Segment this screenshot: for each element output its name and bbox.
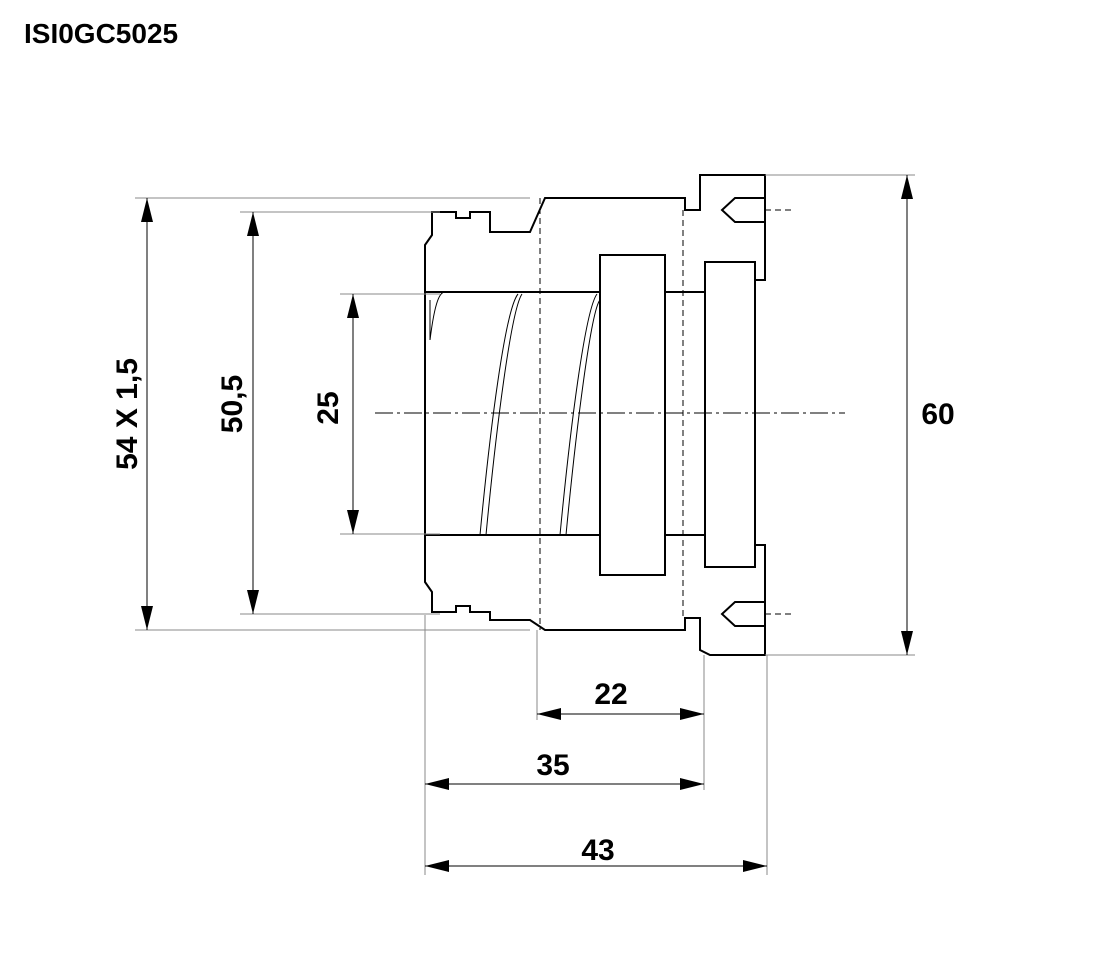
thread-coil (429, 291, 601, 536)
body-section-lower (424, 534, 766, 656)
groove-ring-inner (599, 254, 666, 576)
dim-label-length-35: 35 (536, 749, 569, 782)
dim-label-bore-diameter: 25 (312, 391, 345, 424)
pin-hole-lower (720, 601, 795, 627)
dim-label-thread: 54 X 1,5 (111, 358, 144, 470)
hidden-lines (539, 198, 684, 630)
dimension-outer-diameter: 60 (901, 175, 955, 655)
dimension-bore-diameter: 25 (312, 294, 359, 534)
dimension-length-43: 43 (425, 834, 767, 872)
pin-hole-upper (720, 197, 795, 223)
part-code-title: ISI0GC5025 (24, 18, 179, 49)
body-section-upper (424, 174, 766, 293)
dim-label-inner-diameter: 50,5 (216, 375, 249, 433)
dimension-thread: 54 X 1,5 (111, 198, 153, 630)
dim-label-length-22: 22 (594, 678, 627, 711)
dimension-inner-diameter: 50,5 (216, 212, 259, 614)
extension-lines (135, 174, 915, 875)
dim-label-outer-diameter: 60 (921, 398, 954, 431)
dim-label-length-43: 43 (581, 834, 614, 867)
dimension-length-22: 22 (537, 678, 704, 720)
groove-ring-outer (704, 261, 765, 568)
dimension-length-35: 35 (425, 749, 704, 790)
